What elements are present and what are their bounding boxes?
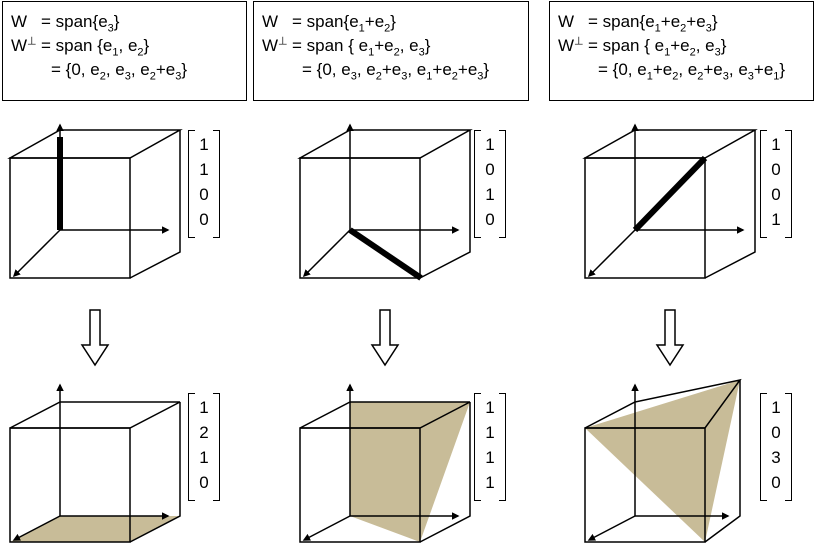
- vector-entry: 0: [485, 210, 495, 229]
- shaded-plane: [10, 516, 180, 542]
- highlight-edge: [348, 227, 423, 281]
- shaded-plane: [585, 380, 740, 542]
- panel-3-definition-box: W= span{e1+e2+e3} W⊥= span { e1+e2, e3} …: [549, 1, 814, 101]
- cube-right-edges: [419, 130, 471, 279]
- vector-entry: 1: [485, 448, 495, 467]
- cube-front-face: [9, 427, 131, 543]
- vector-entry: 0: [771, 185, 781, 204]
- axis-left-arrow: [12, 229, 61, 278]
- vector-entry: 0: [771, 473, 781, 492]
- down-arrow-1: [80, 309, 110, 367]
- cube-right-edges: [129, 130, 181, 279]
- panel-3-bottom-vector: 1 0 3 0: [760, 393, 792, 501]
- vector-entry: 2: [199, 423, 209, 442]
- panel-2-w-line: W= span{e1+e2}: [262, 12, 396, 35]
- axis-left-arrow: [302, 229, 351, 278]
- vector-entry: 1: [771, 210, 781, 229]
- cube-2-bottom: [299, 383, 471, 543]
- vector-entry: 0: [199, 210, 209, 229]
- cube-front-face: [584, 157, 706, 279]
- cube-right-edges: [419, 402, 471, 543]
- panel-1-definition-box: W= span{e3} W⊥= span {e1, e2} = {0, e2, …: [2, 1, 247, 101]
- cube-2-top: [297, 123, 473, 281]
- panel-2-definition-box: W= span{e1+e2} W⊥= span { e1+e2, e3} = {…: [253, 1, 529, 101]
- vector-entry: 0: [485, 160, 495, 179]
- vector-entry: 0: [771, 160, 781, 179]
- panel-3-wperp-line: W⊥= span { e1+e2, e3}: [558, 35, 727, 59]
- vector-entry: 1: [199, 135, 209, 154]
- shaded-plane: [350, 402, 470, 542]
- panel-2-wperp-line: W⊥= span { e1+e2, e3}: [262, 35, 431, 59]
- cube-front-face: [584, 427, 706, 543]
- vector-entry: 1: [485, 423, 495, 442]
- cube-right-edges: [704, 380, 741, 543]
- axis-left-arrow: [302, 515, 351, 541]
- panel-3-top-vector: 1 0 0 1: [760, 130, 792, 238]
- cube-top-face: [7, 129, 183, 159]
- vector-entry: 1: [485, 135, 495, 154]
- vector-entry: 0: [199, 185, 209, 204]
- cube-1-bottom: [9, 383, 181, 543]
- panel-2-top-vector: 1 0 1 0: [474, 130, 506, 238]
- cube-top-face: [297, 129, 473, 159]
- panel-1-wperp-set: = {0, e2, e3, e2+e3}: [51, 60, 188, 83]
- cube-right-edges: [704, 130, 756, 279]
- cube-3-top: [582, 123, 758, 279]
- cube-front-face: [299, 157, 421, 279]
- panel-2-wperp-set: = {0, e3, e2+e3, e1+e2+e3}: [302, 60, 490, 83]
- cube-right-edges: [129, 402, 181, 543]
- vector-entry: 1: [771, 398, 781, 417]
- vector-entry: 1: [485, 398, 495, 417]
- down-arrow-3: [655, 309, 685, 367]
- vector-entry: 1: [199, 398, 209, 417]
- vector-entry: 1: [199, 448, 209, 467]
- panel-1-w-line: W= span{e3}: [11, 12, 120, 35]
- panel-3-wperp-set: = {0, e1+e2, e2+e3, e3+e1}: [598, 60, 786, 83]
- vector-entry: 1: [485, 185, 495, 204]
- panel-1-top-vector: 1 1 0 0: [188, 130, 220, 238]
- vector-entry: 3: [771, 448, 781, 467]
- cube-front-face: [9, 157, 131, 279]
- vector-entry: 1: [771, 135, 781, 154]
- vector-entry: 1: [199, 160, 209, 179]
- panel-1-wperp-line: W⊥= span {e1, e2}: [11, 35, 150, 59]
- axis-left-arrow: [587, 229, 636, 278]
- panel-3-w-line: W= span{e1+e2+e3}: [558, 12, 718, 35]
- cube-top-face: [582, 129, 758, 159]
- highlight-edge: [632, 155, 708, 233]
- vector-entry: 1: [485, 473, 495, 492]
- down-arrow-2: [370, 309, 400, 367]
- cube-front-face: [299, 427, 421, 543]
- cube-1-top: [7, 123, 183, 279]
- axis-left-arrow: [587, 515, 636, 541]
- cube-top-face: [9, 401, 181, 429]
- panel-1-bottom-vector: 1 2 1 0: [188, 393, 220, 501]
- panel-2-bottom-vector: 1 1 1 1: [474, 393, 506, 501]
- vector-entry: 0: [199, 473, 209, 492]
- axis-left-arrow: [12, 515, 61, 541]
- cube-3-bottom: [584, 378, 742, 543]
- vector-entry: 0: [771, 423, 781, 442]
